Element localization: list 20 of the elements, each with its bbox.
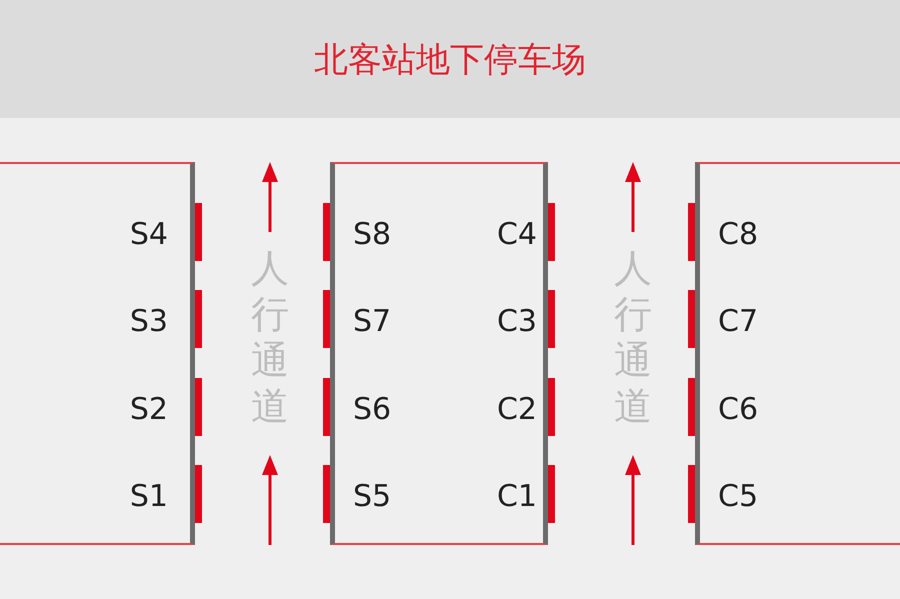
stall-label: C6 (718, 392, 760, 428)
stall-label: C3 (496, 304, 537, 340)
stall-label: S4 (128, 217, 168, 253)
title: 北客站地下停车场 (313, 39, 587, 82)
stall-label: C8 (718, 217, 760, 253)
stall-label: S2 (128, 392, 168, 428)
stall-label: C7 (718, 304, 760, 340)
parking-block (695, 162, 900, 545)
stall-label: S3 (128, 304, 168, 340)
stall-label: S8 (353, 217, 392, 253)
stall-label: C1 (496, 479, 537, 515)
stall-label: S1 (128, 479, 168, 515)
stall-label: C5 (718, 479, 760, 515)
stall-label: C4 (496, 217, 537, 253)
stall-label: C2 (496, 392, 537, 428)
parking-block (0, 162, 195, 545)
parking-block (330, 162, 548, 545)
stall-label: S7 (353, 304, 392, 340)
stall-label: S6 (353, 392, 392, 428)
stall-label: S5 (353, 479, 392, 515)
